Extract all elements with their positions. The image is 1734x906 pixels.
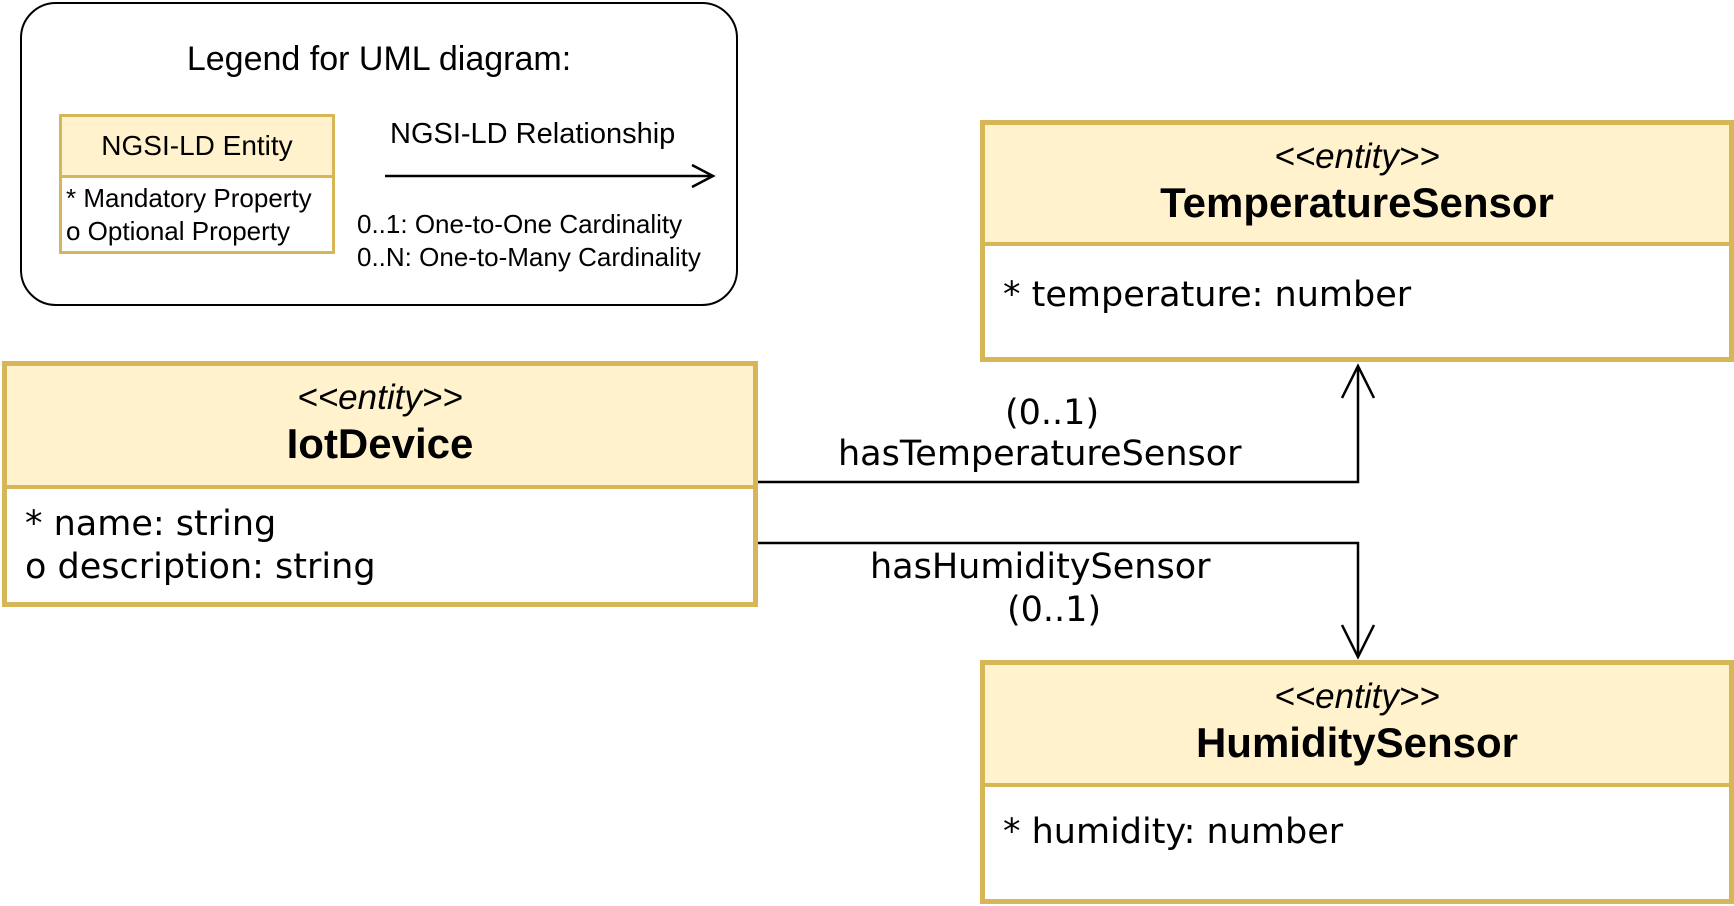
- entity-properties: * humidity: number: [985, 787, 1729, 854]
- entity-properties: * name: string o description: string: [7, 489, 753, 589]
- legend-panel: Legend for UML diagram: NGSI-LD Entity *…: [20, 2, 738, 306]
- entity-temperature-sensor: <<entity>> TemperatureSensor * temperatu…: [980, 120, 1734, 362]
- legend-relationship-arrow: [385, 163, 716, 189]
- has-temperature-sensor-arrowhead: [1340, 363, 1376, 399]
- legend-cardinality-one: 0..1: One-to-One Cardinality: [357, 209, 683, 239]
- legend-entity-box: NGSI-LD Entity * Mandatory Property o Op…: [59, 114, 335, 254]
- entity-humidity-sensor: <<entity>> HumiditySensor * humidity: nu…: [980, 660, 1734, 904]
- entity-stereotype: <<entity>>: [1274, 677, 1440, 716]
- entity-stereotype: <<entity>>: [1274, 137, 1440, 176]
- legend-optional-property: o Optional Property: [66, 216, 291, 246]
- legend-mandatory-property: * Mandatory Property: [66, 183, 312, 213]
- property-temperature: * temperature: number: [1003, 275, 1412, 315]
- has-temperature-sensor-label: hasTemperatureSensor: [838, 434, 1242, 474]
- has-humidity-sensor-arrowhead: [1340, 624, 1376, 660]
- entity-header: <<entity>> TemperatureSensor: [985, 125, 1729, 246]
- legend-entity-label: NGSI-LD Entity: [62, 117, 332, 178]
- property-name: * name: string: [25, 504, 277, 544]
- entity-header: <<entity>> IotDevice: [7, 366, 753, 489]
- entity-properties: * temperature: number: [985, 246, 1729, 317]
- entity-name: IotDevice: [286, 420, 474, 467]
- has-humidity-sensor-line: [758, 541, 1360, 657]
- entity-header: <<entity>> HumiditySensor: [985, 665, 1729, 787]
- has-temperature-sensor-line: [758, 366, 1360, 484]
- legend-title: Legend for UML diagram:: [186, 40, 572, 78]
- has-humidity-sensor-cardinality: (0..1): [1007, 590, 1102, 630]
- has-temperature-sensor-cardinality: (0..1): [1005, 393, 1100, 433]
- legend-cardinality-many: 0..N: One-to-Many Cardinality: [357, 242, 701, 272]
- entity-name: HumiditySensor: [1195, 719, 1519, 766]
- entity-stereotype: <<entity>>: [297, 378, 463, 417]
- property-description: o description: string: [25, 547, 376, 587]
- entity-name: TemperatureSensor: [1160, 179, 1554, 226]
- entity-iot-device: <<entity>> IotDevice * name: string o de…: [2, 361, 758, 607]
- property-humidity: * humidity: number: [1003, 812, 1344, 852]
- has-humidity-sensor-label: hasHumiditySensor: [870, 547, 1211, 587]
- legend-relationship-label: NGSI-LD Relationship: [390, 118, 676, 150]
